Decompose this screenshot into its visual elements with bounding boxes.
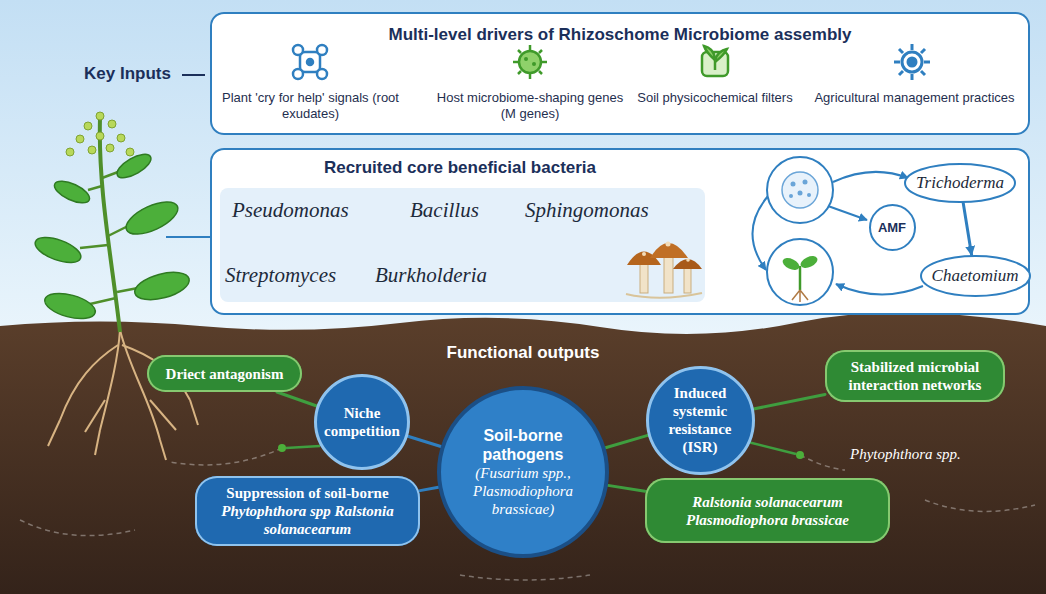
text-group: Driect antagonism bbox=[157, 365, 292, 383]
node-text: Sphingomonas bbox=[525, 198, 649, 223]
amf-circle: AMF bbox=[869, 204, 916, 251]
node-text: Suppression of soil-borne bbox=[205, 484, 410, 502]
node-text: Niche competition bbox=[320, 404, 404, 440]
node-text: Multi-level drivers of Rhizoschome Micro… bbox=[210, 25, 1030, 45]
connector-line bbox=[963, 203, 971, 255]
interaction-cycle-art bbox=[752, 157, 923, 305]
node-outline bbox=[439, 388, 607, 556]
node-text: Soil physicochemical filters bbox=[630, 90, 800, 106]
node-text: Host microbiome-shaping genes (M genes) bbox=[430, 90, 630, 123]
soil bbox=[0, 312, 1046, 594]
output-pill: Suppression of soil-bornePhytophthora sp… bbox=[195, 476, 420, 546]
output-pill: Ralstonia solanacearum Plasmodiophora br… bbox=[645, 478, 890, 543]
node-outline bbox=[921, 256, 1030, 296]
mushroom-illustration bbox=[626, 242, 702, 298]
node-text: Pseudomonas bbox=[232, 198, 349, 223]
node-text: Trichoderma bbox=[916, 173, 1004, 193]
node-text: Plant 'cry for help' signals (root exuda… bbox=[218, 90, 403, 123]
text-group: Agricultural management practices bbox=[807, 90, 1022, 106]
mechanism-circle: Niche competition bbox=[314, 374, 410, 470]
node-text: (Fusarium spp., Plasmodiophora brassicae… bbox=[458, 464, 588, 518]
soil-icon bbox=[702, 46, 728, 76]
text-group: Trichoderma bbox=[916, 173, 1004, 193]
sky bbox=[0, 0, 1046, 340]
connector-line bbox=[420, 487, 438, 490]
network-icon bbox=[293, 45, 327, 79]
label-text: Phytophthora spp. bbox=[850, 446, 961, 463]
microbe-icon bbox=[513, 45, 547, 79]
node-text: Burkholderia bbox=[375, 263, 487, 288]
connector-line bbox=[608, 485, 645, 491]
input-caption: Soil physicochemical filters bbox=[630, 90, 800, 107]
input-caption: Agricultural management practices bbox=[807, 90, 1022, 107]
connector-line bbox=[277, 392, 317, 406]
input-caption: Plant 'cry for help' signals (root exuda… bbox=[218, 90, 403, 123]
connector-line bbox=[606, 435, 648, 447]
plant-illustration bbox=[32, 112, 198, 460]
connector-line bbox=[408, 436, 441, 446]
leader-line bbox=[182, 74, 205, 76]
text-group: Suppression of soil-bornePhytophthora sp… bbox=[205, 484, 410, 538]
node-text: Bacillus bbox=[410, 198, 479, 223]
node-outline bbox=[870, 205, 915, 250]
text-group: Plant 'cry for help' signals (root exuda… bbox=[218, 90, 403, 123]
header-panel: Multi-level drivers of Rhizoschome Micro… bbox=[210, 12, 1030, 135]
text-group: Stabilized microbial interaction network… bbox=[835, 358, 995, 394]
node-outline bbox=[647, 367, 753, 473]
node-text: Agricultural management practices bbox=[807, 90, 1022, 106]
node-text: Phytophthora spp Ralstonia solanacearum bbox=[205, 502, 410, 538]
output-pill: Stabilized microbial interaction network… bbox=[825, 350, 1005, 402]
node-text: Streptomyces bbox=[225, 263, 336, 288]
connector-line bbox=[753, 394, 825, 409]
label-text: Functional outputs bbox=[413, 343, 633, 363]
output-pill: Driect antagonism bbox=[147, 355, 302, 392]
fungus-ellipse: Chaetomium bbox=[920, 255, 1031, 297]
text-group: Host microbiome-shaping genes (M genes) bbox=[430, 90, 630, 123]
node-text: Ralstonia solanacearum Plasmodiophora br… bbox=[659, 493, 876, 529]
node-text: Recruited core beneficial bacteria bbox=[210, 158, 710, 178]
panel-fill bbox=[210, 148, 1030, 315]
node-text: Stabilized microbial interaction network… bbox=[835, 358, 995, 394]
node-text: Driect antagonism bbox=[157, 365, 292, 383]
text-group: Ralstonia solanacearum Plasmodiophora br… bbox=[659, 493, 876, 529]
text-group: Chaetomium bbox=[932, 266, 1019, 286]
text-group: Soil physicochemical filters bbox=[630, 90, 800, 106]
panel-fill bbox=[220, 188, 705, 302]
soil-dashes bbox=[20, 448, 1035, 580]
gear-icon bbox=[894, 44, 930, 80]
mechanism-circle: Induced systemic resistance (ISR) bbox=[646, 366, 755, 475]
input-caption: Host microbiome-shaping genes (M genes) bbox=[430, 90, 630, 123]
node-outline bbox=[316, 376, 409, 469]
leader-line bbox=[166, 236, 210, 238]
text-group: Induced systemic resistance (ISR) bbox=[662, 384, 738, 456]
text-group: Soil-borne pathogens(Fusarium spp., Plas… bbox=[458, 426, 588, 518]
pathogen-circle: Soil-borne pathogens(Fusarium spp., Plas… bbox=[437, 386, 609, 558]
node-outline bbox=[646, 366, 755, 475]
node-text: Induced systemic resistance (ISR) bbox=[662, 384, 738, 456]
panel-fill bbox=[210, 12, 1030, 135]
text-group: Niche competition bbox=[320, 404, 404, 440]
bacteria-panel: Recruited core beneficial bacteriaPseudo… bbox=[210, 148, 1030, 315]
text-group: AMF bbox=[872, 220, 912, 235]
node-text: AMF bbox=[872, 220, 912, 235]
genus-panel: Pseudomonas Bacillus SphingomonasStreptomy… bbox=[220, 188, 705, 302]
label-text: Key Inputs bbox=[84, 64, 171, 84]
node-text: Chaetomium bbox=[932, 266, 1019, 286]
node-outline bbox=[314, 374, 410, 470]
fungus-ellipse: Trichoderma bbox=[904, 163, 1016, 203]
node-outline bbox=[905, 164, 1015, 202]
node-text: Soil-borne pathogens bbox=[458, 426, 588, 464]
